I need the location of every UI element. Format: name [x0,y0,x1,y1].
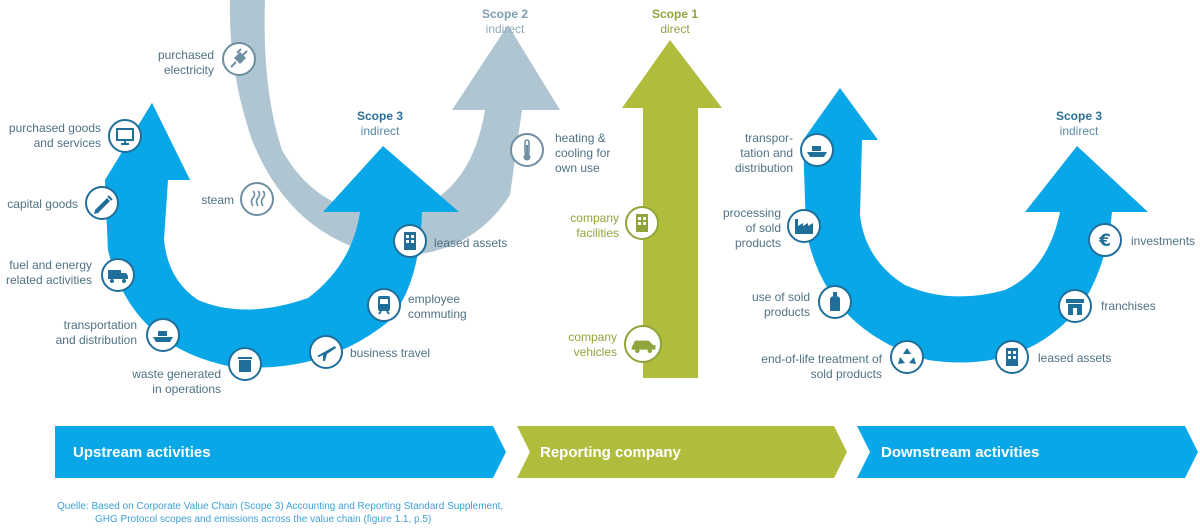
label-fuel-energy: fuel and energy related activities [5,258,92,287]
recycle-icon [890,340,924,374]
monitor-icon [108,119,142,153]
scope2-header: Scope 2 indirect [470,7,540,37]
reporting-bar [517,426,847,478]
upstream-bar [55,426,506,478]
scope1-arrow [622,40,722,378]
steam-icon [240,182,274,216]
scope3-upstream-header: Scope 3 indirect [345,109,415,139]
label-upstream-transport: transportation and distribution [55,318,137,347]
label-downstream-leased-assets: leased assets [1038,351,1112,365]
downstream-building-icon [995,340,1029,374]
facility-building-icon [625,206,659,240]
building-icon [393,224,427,258]
source-note: Quelle: Based on Corporate Value Chain (… [57,501,504,525]
train-icon [367,288,401,322]
downstream-bar [857,426,1198,478]
label-capital-goods: capital goods [7,197,78,211]
label-upstream-leased-assets: leased assets [434,236,508,250]
scope2-title: Scope 2 [481,7,529,21]
label-waste: waste generated in operations [132,367,221,396]
svg-text:€: € [1098,231,1111,251]
scope3-downstream-title: Scope 3 [1055,109,1103,123]
label-business-travel: business travel [350,346,431,360]
label-franchises: franchises [1101,299,1156,313]
plug-icon [222,42,256,76]
factory-icon [787,209,821,243]
scope3-downstream-sub: indirect [1059,124,1099,138]
label-employee-commuting: employee commuting [408,292,467,321]
label-investments: investments [1131,234,1196,248]
label-company-facilities: company facilities [570,211,619,240]
scope1-title: Scope 1 [651,7,699,21]
airplane-icon [309,335,343,369]
scope2-arrow [229,0,560,257]
label-end-of-life: end-of-life treatment of sold products [761,352,882,381]
label-purchased-goods: purchased goods and services [8,121,101,150]
shop-icon [1058,289,1092,323]
scope3-downstream-header: Scope 3 indirect [1044,109,1114,139]
label-heating-cooling: heating & cooling for own use [555,131,611,175]
downstream-activities-label: Downstream activities [881,444,1040,461]
trash-icon [228,347,262,381]
reporting-company-label: Reporting company [540,444,681,461]
scope3-upstream-title: Scope 3 [356,109,404,123]
label-steam: steam [201,193,234,207]
car-icon [624,325,662,363]
label-processing: processing of sold products [722,206,781,250]
bottom-bars [55,426,1198,478]
truck-icon [101,258,135,292]
bottle-icon [818,285,852,319]
euro-icon: € [1088,223,1122,257]
thermometer-icon [510,133,544,167]
label-use-of-sold: use of sold products [751,290,810,319]
pen-icon [85,186,119,220]
ship-icon [146,318,180,352]
scope2-sub: indirect [485,22,525,36]
label-purchased-electricity: purchased electricity [157,48,214,77]
downstream-ship-icon [800,133,834,167]
scope1-header: Scope 1 direct [640,7,710,37]
upstream-activities-label: Upstream activities [73,444,211,461]
label-downstream-transport: transpor- tation and distribution [734,131,793,175]
scope1-sub: direct [660,22,690,36]
label-company-vehicles: company vehicles [568,330,617,359]
scope3-upstream-sub: indirect [360,124,400,138]
